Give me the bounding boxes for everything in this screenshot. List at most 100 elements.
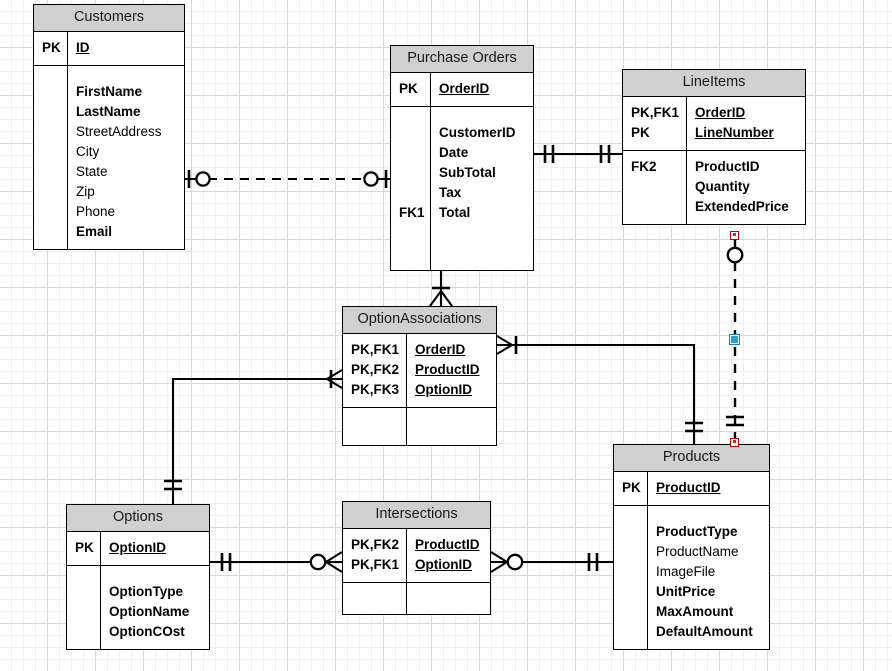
attribute: LastName xyxy=(76,104,141,120)
connector-endpoint-handle-top[interactable] xyxy=(730,231,739,240)
connector-line xyxy=(497,343,696,446)
key-labels: FK1 xyxy=(391,107,431,270)
entity-customers[interactable]: Customers PK ID FirstName LastName Stree… xyxy=(33,4,185,250)
attribute: OrderID xyxy=(415,342,466,358)
attribute: LineNumber xyxy=(695,125,774,141)
entity-lineitems[interactable]: LineItems PK,FK1 PK OrderID LineNumber F… xyxy=(622,69,806,226)
body-attributes: FirstName LastName StreetAddress City St… xyxy=(68,66,184,249)
key-labels xyxy=(67,566,101,650)
key-labels xyxy=(34,66,68,249)
attribute: SubTotal xyxy=(439,165,496,181)
key-labels xyxy=(343,583,407,615)
entity-intersections[interactable]: Intersections PK,FK2 PK,FK1 ProductID Op… xyxy=(342,501,491,616)
body-attributes xyxy=(407,408,496,445)
entity-title: OptionAssociations xyxy=(343,307,496,335)
attribute: ImageFile xyxy=(656,564,716,580)
marker-optional-circle-top xyxy=(726,246,744,264)
key-attributes: ProductID OptionID xyxy=(407,529,490,582)
entity-key-section: PK ID xyxy=(34,32,184,66)
attribute: StreetAddress xyxy=(76,124,162,140)
marker-crowsfoot-right xyxy=(324,551,343,573)
body-attributes: CustomerID Date SubTotal Tax Total xyxy=(431,107,533,270)
attribute: ProductID xyxy=(695,159,760,175)
attribute: ExtendedPrice xyxy=(695,199,789,215)
relationship-optionassociations-options[interactable] xyxy=(164,369,343,504)
attribute: Zip xyxy=(76,184,95,200)
attribute: OptionID xyxy=(109,540,166,556)
key-labels: PK xyxy=(391,73,431,107)
key-attributes: OrderID xyxy=(431,73,533,106)
attribute: ProductType xyxy=(656,524,738,540)
entity-key-section: PK,FK2 PK,FK1 ProductID OptionID xyxy=(343,529,490,583)
marker-crowsfoot-left xyxy=(490,551,509,573)
relationship-options-intersections[interactable] xyxy=(210,551,343,573)
marker-crowsfoot-bottom xyxy=(429,289,453,307)
entity-options[interactable]: Options PK OptionID OptionType OptionNam… xyxy=(66,504,210,651)
attribute: ProductID xyxy=(415,362,480,378)
marker-crowsfoot-left xyxy=(496,335,515,355)
entity-title: Purchase Orders xyxy=(391,46,533,74)
attribute: CustomerID xyxy=(439,125,516,141)
attribute: ProductName xyxy=(656,544,739,560)
key-attributes: OptionID xyxy=(101,532,209,565)
attribute: Email xyxy=(76,223,113,239)
key-labels: PK,FK1 PK,FK2 PK,FK3 xyxy=(343,334,407,408)
attribute: Tax xyxy=(439,185,462,201)
key-labels: PK xyxy=(614,472,648,506)
marker-optional-circle-right xyxy=(363,171,379,187)
key-labels: PK xyxy=(34,32,68,66)
attribute: OptionCOst xyxy=(109,624,185,640)
entity-title: Products xyxy=(614,445,769,473)
key-labels: PK,FK2 PK,FK1 xyxy=(343,529,407,583)
attribute: Date xyxy=(439,145,469,161)
attribute: City xyxy=(76,144,100,160)
entity-key-section: PK OrderID xyxy=(391,73,533,107)
attribute: FirstName xyxy=(76,84,143,100)
relationship-optionassociations-products[interactable] xyxy=(496,335,703,446)
entity-title: LineItems xyxy=(623,70,805,98)
key-labels: FK2 xyxy=(623,151,687,225)
attribute: Phone xyxy=(76,204,116,219)
entity-key-section: PK OptionID xyxy=(67,532,209,566)
marker-optional-circle-left xyxy=(195,171,211,187)
attribute: OptionType xyxy=(109,584,183,600)
attribute: OptionName xyxy=(109,604,190,620)
connector-line xyxy=(171,377,342,504)
body-attributes: ProductID Quantity ExtendedPrice xyxy=(687,151,805,224)
attribute: OptionID xyxy=(415,382,472,398)
connector-endpoint-handle-bottom[interactable] xyxy=(730,438,739,447)
key-attributes: OrderID ProductID OptionID xyxy=(407,334,496,407)
connector-midpoint-handle[interactable] xyxy=(729,334,740,345)
entity-key-section: PK,FK1 PK,FK2 PK,FK3 OrderID ProductID O… xyxy=(343,334,496,408)
key-attributes: ProductID xyxy=(648,472,769,505)
relationship-purchaseorders-lineitems[interactable] xyxy=(534,145,622,163)
entity-title: Intersections xyxy=(343,502,490,530)
entity-body-section: FirstName LastName StreetAddress City St… xyxy=(34,65,184,249)
marker-crowsfoot-right xyxy=(324,369,343,389)
entity-optionassociations[interactable]: OptionAssociations PK,FK1 PK,FK2 PK,FK3 … xyxy=(342,306,497,447)
entity-body-section: FK1 CustomerID Date SubTotal Tax Total xyxy=(391,106,533,270)
entity-purchase-orders[interactable]: Purchase Orders PK OrderID FK1 CustomerI… xyxy=(390,45,534,271)
attribute: ID xyxy=(76,40,90,56)
key-labels: PK xyxy=(67,532,101,566)
body-attributes: OptionType OptionName OptionCOst xyxy=(101,566,209,649)
attribute: ProductID xyxy=(415,537,480,553)
body-attributes xyxy=(407,583,490,614)
entity-key-section: PK,FK1 PK OrderID LineNumber xyxy=(623,97,805,151)
entity-products[interactable]: Products PK ProductID ProductType Produc… xyxy=(613,444,770,650)
entity-body-section xyxy=(343,407,496,446)
attribute: DefaultAmount xyxy=(656,624,753,640)
attribute: MaxAmount xyxy=(656,604,734,620)
attribute: ProductID xyxy=(656,480,721,496)
attribute: UnitPrice xyxy=(656,584,716,600)
entity-body-section xyxy=(343,582,490,615)
attribute: OrderID xyxy=(439,81,490,97)
relationship-customers-purchaseorders[interactable] xyxy=(185,170,390,188)
entity-title: Options xyxy=(67,505,209,533)
entity-key-section: PK ProductID xyxy=(614,472,769,506)
key-labels xyxy=(614,506,648,649)
body-attributes: ProductType ProductName ImageFile UnitPr… xyxy=(648,506,769,649)
key-labels: PK,FK1 PK xyxy=(623,97,687,151)
relationship-intersections-products[interactable] xyxy=(490,551,613,573)
